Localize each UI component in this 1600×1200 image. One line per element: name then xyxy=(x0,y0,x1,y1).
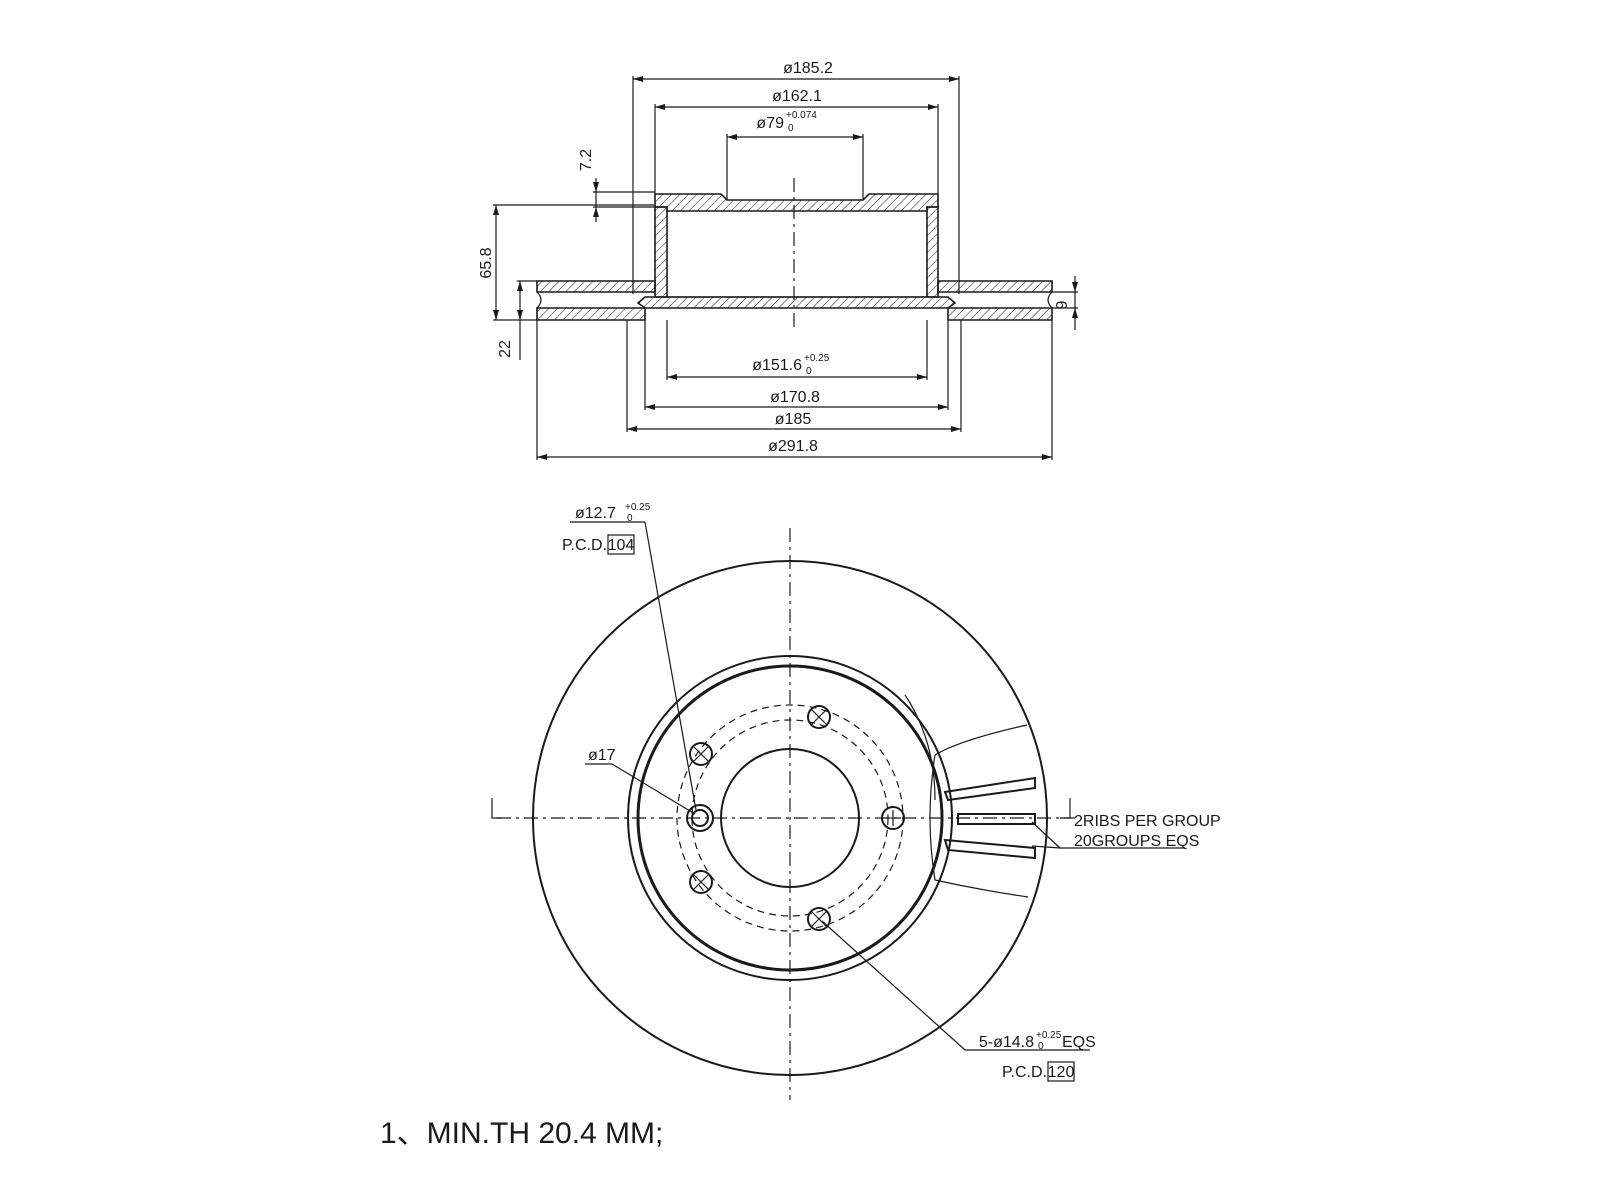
note-min-thickness: 1、MIN.TH 20.4 MM; xyxy=(380,1117,663,1150)
dim-151-6: ø151.6 xyxy=(752,357,802,374)
dim-185: ø185 xyxy=(775,411,812,428)
callout-hole-12-7-tol-lower: 0 xyxy=(627,513,633,524)
disc-outer-edge xyxy=(532,560,1048,1076)
vent-rib-detail xyxy=(904,694,1036,898)
locating-hole xyxy=(686,804,714,832)
bolt-hole-group xyxy=(689,705,905,931)
leader-ribs-a xyxy=(1031,821,1061,849)
dim-170-8: ø170.8 xyxy=(770,389,820,406)
callout-pcd-120-value: 120 xyxy=(1048,1064,1075,1081)
bolt-hole xyxy=(807,705,831,729)
dim-79: ø79 xyxy=(756,115,784,132)
callout-pcd-120-prefix: P.C.D. xyxy=(1002,1064,1047,1081)
callout-hole-12-7-tol-upper: +0.25 xyxy=(625,502,651,513)
dim-79-tol-upper: +0.074 xyxy=(786,110,817,121)
dim-9: 9 xyxy=(1054,300,1071,309)
dim-79-tol-lower: 0 xyxy=(788,123,794,134)
hat-inner-edge xyxy=(636,664,944,972)
bolt-hole xyxy=(689,742,713,766)
dim-291-8: ø291.8 xyxy=(768,438,818,455)
callout-ribs-line1: 2RIBS PER GROUP xyxy=(1074,813,1221,830)
callout-hole-12-7: ø12.7 xyxy=(575,505,616,522)
inner-web-section xyxy=(636,296,957,309)
outer-ring-top-right xyxy=(937,280,1053,293)
dim-162-1: ø162.1 xyxy=(772,88,822,105)
section-mark-right xyxy=(1060,798,1071,819)
callout-bolt-holes-tol-lower: 0 xyxy=(1038,1041,1044,1052)
locating-hole-inner xyxy=(691,809,709,827)
vent-gap-outline xyxy=(536,291,1053,309)
dim-65-8: 65.8 xyxy=(478,247,495,278)
dim-151-6-tol-lower: 0 xyxy=(806,366,812,377)
callout-pcd-104-prefix: P.C.D. xyxy=(562,537,607,554)
dim-7-2: 7.2 xyxy=(578,149,595,171)
bolt-hole xyxy=(881,806,905,830)
hat-wall-right xyxy=(926,206,939,298)
plan-view: ø12.7 +0.25 0 P.C.D. 104 ø17 2RIBS PER G… xyxy=(491,502,1221,1100)
leader-17 xyxy=(611,763,696,815)
outer-ring-top-left xyxy=(536,280,656,293)
dim-151-6-tol-upper: +0.25 xyxy=(804,353,830,364)
section-mark-left xyxy=(491,798,502,819)
callout-bolt-holes-suffix: EQS xyxy=(1062,1034,1096,1051)
leader-bolt-holes xyxy=(821,920,966,1051)
callout-ribs-line2: 20GROUPS EQS xyxy=(1074,833,1199,850)
callout-bolt-holes-tol-upper: +0.25 xyxy=(1036,1030,1062,1041)
callout-hole-17: ø17 xyxy=(588,747,616,764)
leader-12-7 xyxy=(644,521,697,811)
dim-185-2: ø185.2 xyxy=(783,60,833,77)
hat-top-section xyxy=(654,193,939,212)
vent-rib xyxy=(943,838,1036,860)
dim-22: 22 xyxy=(497,340,514,358)
leader-ribs-b xyxy=(1031,845,1061,849)
outer-ring-bottom-left xyxy=(536,307,646,321)
callout-bolt-holes: 5-ø14.8 xyxy=(979,1034,1034,1051)
pcd-104-box xyxy=(607,534,635,555)
vent-rib xyxy=(957,813,1036,825)
callout-pcd-104-value: 104 xyxy=(608,537,635,554)
pcd-120-box xyxy=(1047,1061,1075,1082)
center-bore xyxy=(720,748,860,888)
section-view: ø185.2 ø162.1 ø79 +0.074 0 ø151.6 +0.25 … xyxy=(478,60,1078,460)
hat-outer-edge xyxy=(627,655,953,981)
outer-ring-bottom-right xyxy=(947,307,1053,321)
bolt-hole xyxy=(689,870,713,894)
hat-wall-left xyxy=(654,206,668,298)
vent-rib xyxy=(943,776,1036,802)
bolt-hole xyxy=(807,907,831,931)
